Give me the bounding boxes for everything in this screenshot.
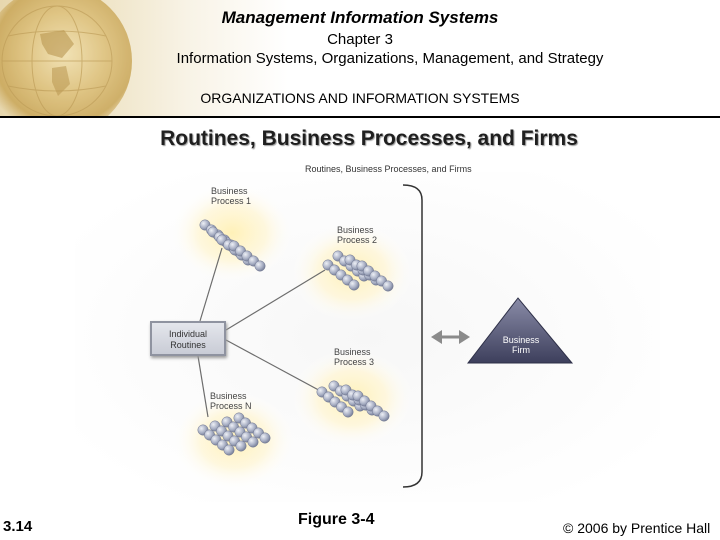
process-1-routine-ball	[254, 260, 266, 272]
process-n-routine-ball	[259, 432, 271, 444]
firm-label-line2: Firm	[512, 345, 530, 355]
globe-image	[0, 0, 132, 118]
process-n-label-line1: Business	[210, 391, 247, 401]
process-3-routine-ball	[378, 410, 390, 422]
process-2-label: Business Process 2	[337, 225, 377, 245]
copyright: © 2006 by Prentice Hall	[563, 520, 711, 536]
process-1-label-line2: Process 1	[211, 196, 252, 206]
process-2-routine-ball	[348, 279, 360, 291]
routines-label-line1: Individual	[168, 329, 208, 339]
process-n-routine-ball	[223, 444, 235, 456]
process-3-routine-ball	[342, 406, 354, 418]
process-n-routine-ball	[235, 440, 247, 452]
double-arrow-icon	[431, 330, 470, 344]
process-bracket	[402, 184, 423, 488]
firm-label-line1: Business	[502, 335, 540, 345]
individual-routines-box: Individual Routines	[150, 321, 226, 356]
process-n-routine-ball	[247, 436, 259, 448]
slide-title: Routines, Business Processes, and Firms	[160, 127, 578, 150]
process-1-label: Business Process 1	[211, 186, 251, 206]
section-title: ORGANIZATIONS AND INFORMATION SYSTEMS	[200, 90, 520, 106]
process-2-label-line1: Business	[337, 225, 374, 235]
connector-lines	[197, 247, 327, 418]
chapter-number: Chapter 3	[327, 31, 393, 48]
business-firm-label: Business Firm	[496, 335, 546, 355]
process-2-routine-ball	[382, 280, 394, 292]
slide-number: 3.14	[3, 518, 33, 535]
business-firm-triangle	[466, 297, 574, 364]
figure-label: Figure 3-4	[298, 511, 375, 528]
process-1-label-line1: Business	[211, 186, 248, 196]
process-n-label: Business Process N	[210, 391, 252, 411]
process-3-label: Business Process 3	[334, 347, 374, 367]
routine-chains	[197, 219, 394, 456]
process-3-label-line1: Business	[334, 347, 371, 357]
header-divider	[0, 116, 720, 118]
figure-title: Routines, Business Processes, and Firms	[305, 164, 472, 174]
process-3-label-line2: Process 3	[334, 357, 375, 367]
process-1-glow	[170, 183, 294, 283]
chapter-title: Information Systems, Organizations, Mana…	[176, 50, 604, 67]
slide-header: Management Information Systems Chapter 3…	[0, 0, 720, 118]
process-2-glow	[290, 222, 414, 322]
process-n-label-line2: Process N	[210, 401, 252, 411]
routines-label-line2: Routines	[170, 340, 206, 350]
process-2-label-line2: Process 2	[337, 235, 378, 245]
course-title: Management Information Systems	[221, 8, 499, 27]
